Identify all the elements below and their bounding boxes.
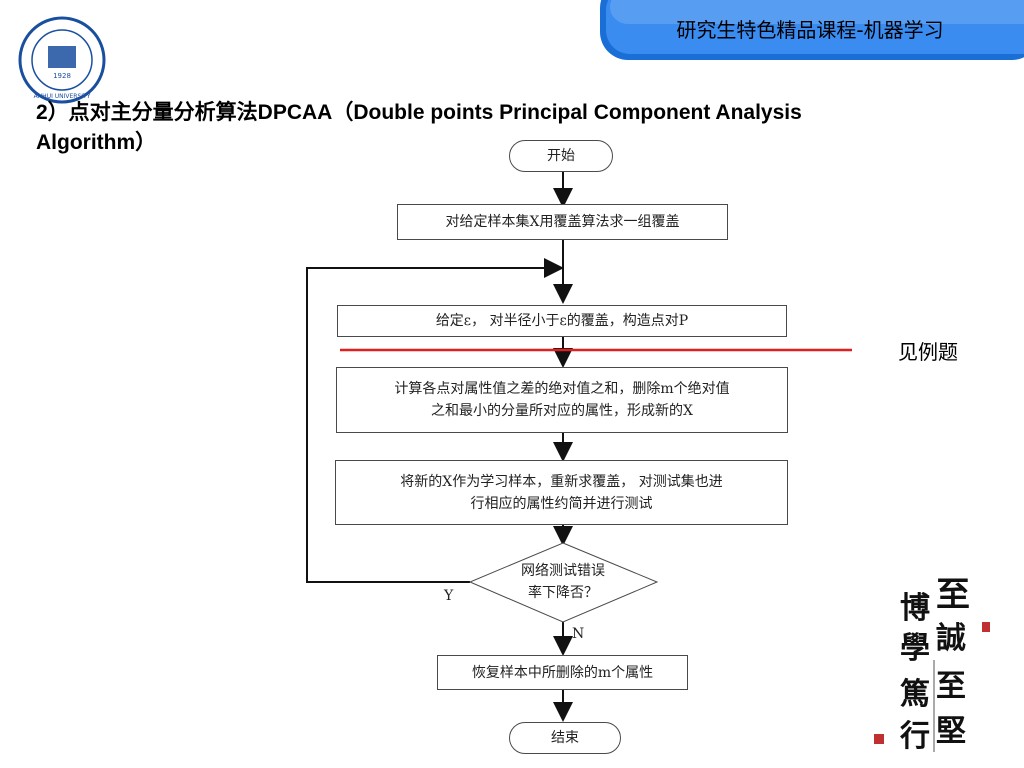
seal-stamp-2 bbox=[982, 622, 990, 632]
calli-char-1: 至 bbox=[936, 575, 970, 615]
end-node: 结束 bbox=[509, 722, 621, 754]
logo-name: ANHUI UNIVERSITY bbox=[34, 93, 91, 100]
decision-line2: 率下降否？ bbox=[528, 585, 598, 601]
step-compute-diff-line1: 计算各点对属性值之差的绝对值之和，删除m个绝对值 bbox=[394, 381, 730, 397]
decision-diamond bbox=[468, 542, 659, 623]
calligraphy-motto: 至 誠 至 堅 博 學 篤 行 bbox=[874, 575, 990, 754]
step-build-pairs: 给定ε， 对半径小于ε的覆盖，构造点对P bbox=[337, 305, 787, 337]
title-banner bbox=[600, 0, 1024, 60]
step-retrain: 将新的X作为学习样本，重新求覆盖， 对测试集也进 行相应的属性约简并进行测试 bbox=[335, 460, 788, 525]
see-example-note: 见例题 bbox=[898, 340, 958, 364]
no-label: N bbox=[572, 626, 585, 642]
calli-char-2: 誠 bbox=[936, 621, 966, 656]
course-title: 研究生特色精品课程-机器学习 bbox=[676, 18, 944, 42]
step-retrain-line1: 将新的X作为学习样本，重新求覆盖， 对测试集也进 bbox=[400, 473, 723, 490]
calli-char-3: 至 bbox=[936, 669, 966, 704]
calli-char-8: 行 bbox=[899, 719, 930, 754]
logo-year: 1928 bbox=[53, 72, 71, 80]
calli-char-7: 篤 bbox=[900, 677, 930, 712]
step-retrain-line2: 行相应的属性约简并进行测试 bbox=[470, 495, 653, 512]
calli-char-4: 堅 bbox=[936, 714, 966, 749]
calli-char-6: 學 bbox=[900, 631, 930, 666]
yes-label: Y bbox=[444, 588, 454, 604]
start-node: 开始 bbox=[509, 140, 613, 172]
decision-text: 网络测试错误 率下降否？ bbox=[493, 560, 633, 604]
calli-char-5: 博 bbox=[900, 591, 930, 626]
university-logo: 1928 ANHUI UNIVERSITY bbox=[18, 16, 106, 104]
loop-back-arrow bbox=[306, 258, 564, 583]
seal-stamp bbox=[874, 734, 884, 744]
decision-line1: 网络测试错误 bbox=[521, 563, 605, 579]
step-cover-sample: 对给定样本集X用覆盖算法求一组覆盖 bbox=[397, 204, 728, 240]
step-compute-diff: 计算各点对属性值之差的绝对值之和，删除m个绝对值 之和最小的分量所对应的属性，形… bbox=[336, 367, 788, 433]
step-compute-diff-line2: 之和最小的分量所对应的属性，形成新的X bbox=[431, 403, 693, 419]
section-heading: 2）点对主分量分析算法DPCAA（Double points Principal… bbox=[36, 101, 802, 154]
step-restore-attributes: 恢复样本中所删除的m个属性 bbox=[437, 655, 688, 690]
